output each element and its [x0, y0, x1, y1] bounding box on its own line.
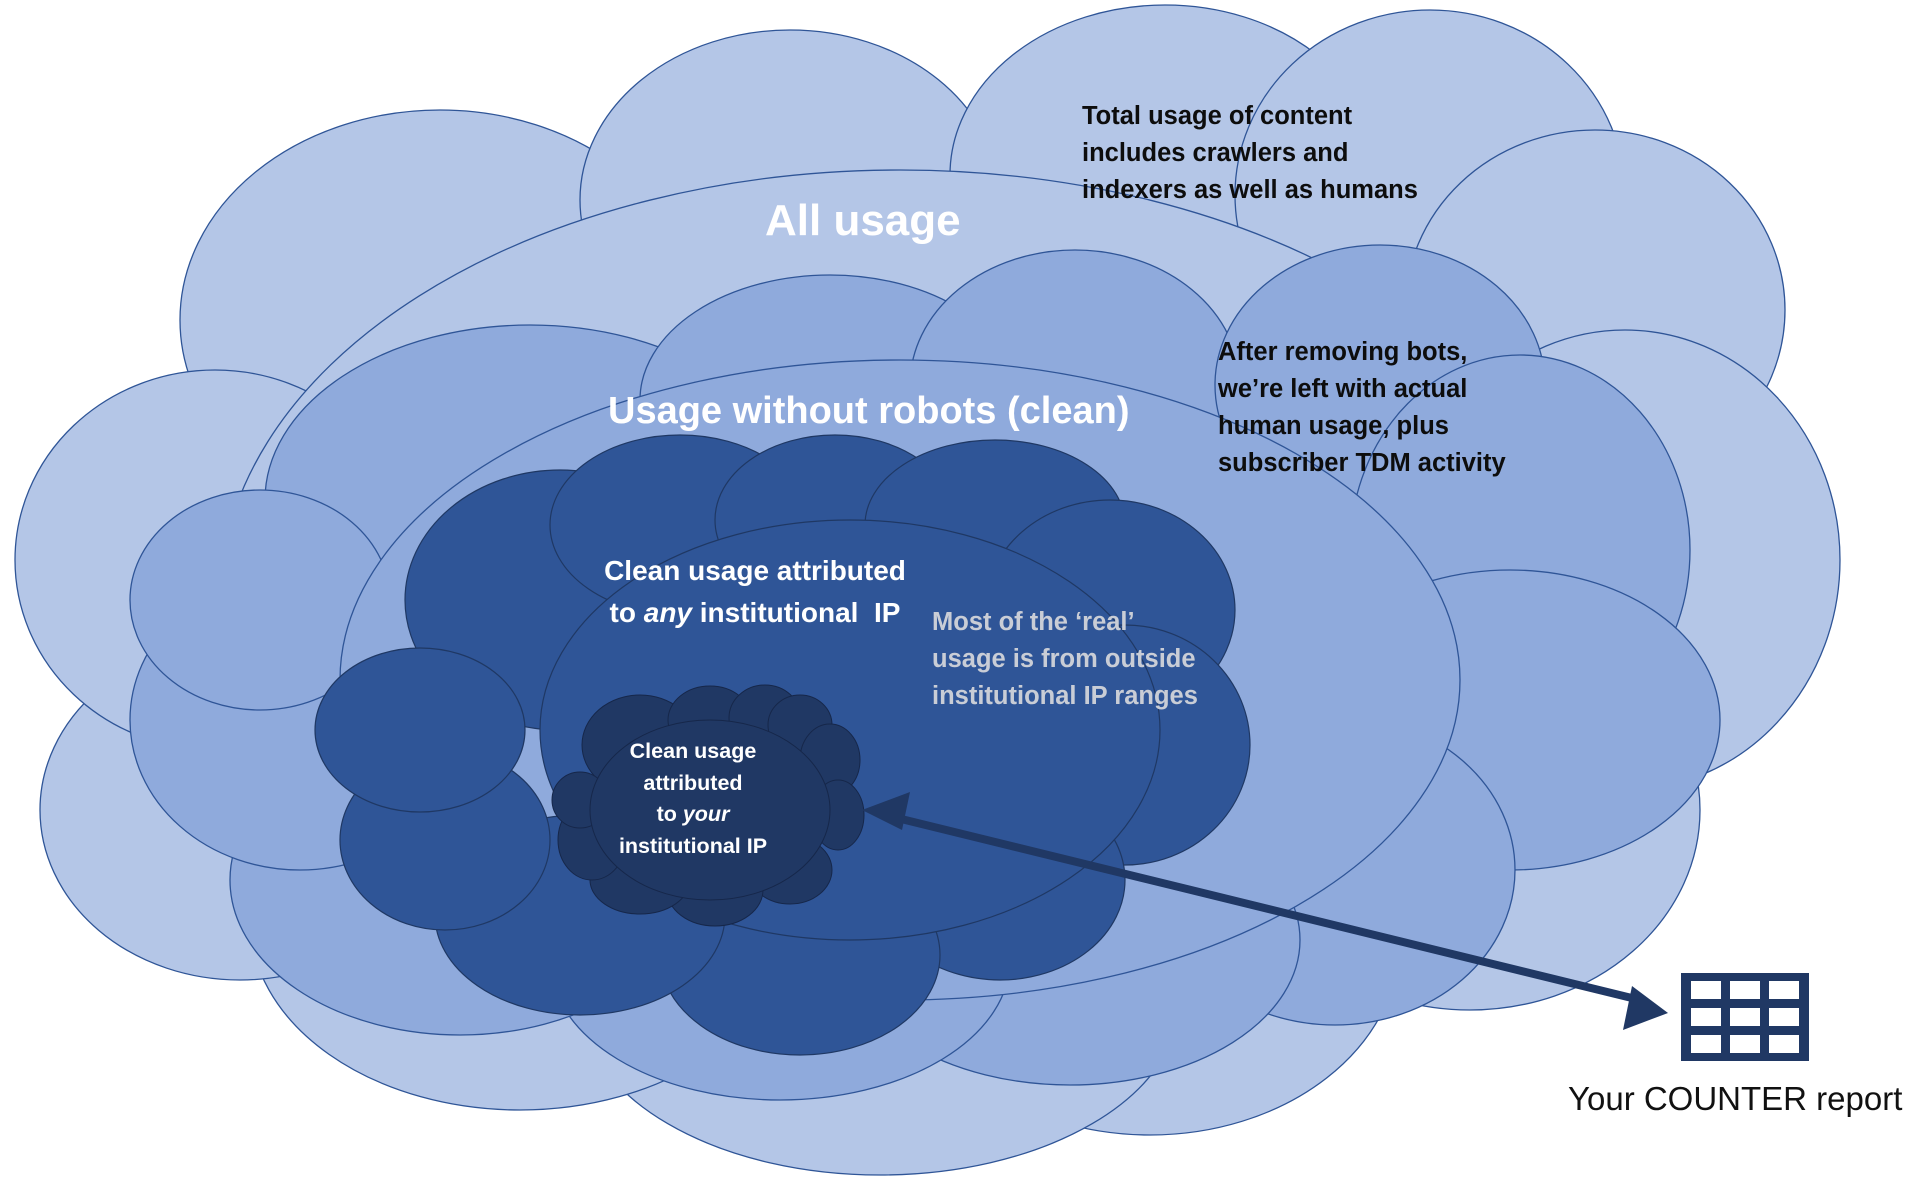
report-arrow	[862, 792, 1668, 1030]
any-institution-label-to: to	[609, 597, 644, 628]
arrowhead-left	[862, 792, 910, 830]
arrow-shaft	[884, 811, 1641, 1004]
your-institution-label-line2: attributed	[643, 770, 743, 795]
all-usage-title: All usage	[765, 196, 961, 245]
outside-ip-note-line: Most of the ‘real’	[932, 608, 1135, 636]
your-institution-label: Clean usage attributed to your instituti…	[580, 736, 806, 862]
any-institution-label: Clean usage attributed to any institutio…	[590, 550, 920, 634]
total-usage-note-line: Total usage of content	[1082, 102, 1353, 130]
clean-usage-title: Usage without robots (clean)	[608, 390, 1130, 432]
counter-report-label: Your COUNTER report	[1568, 1080, 1903, 1117]
table-grid-icon	[1681, 973, 1809, 1061]
bots-removed-note-line: human usage, plus	[1218, 412, 1449, 440]
your-institution-cloud	[551, 684, 865, 927]
bots-removed-note: After removing bots, we’re left with act…	[1218, 334, 1506, 482]
your-institution-label-to: to	[656, 802, 683, 826]
outside-ip-note: Most of the ‘real’ usage is from outside…	[932, 604, 1198, 715]
bots-removed-note-line: subscriber TDM activity	[1218, 449, 1506, 477]
any-institution-label-line2: to any institutional IP	[590, 592, 920, 634]
total-usage-note-line: indexers as well as humans	[1082, 176, 1418, 204]
outside-ip-note-line: institutional IP ranges	[932, 682, 1198, 710]
your-institution-label-line4: institutional IP	[618, 833, 768, 858]
your-institution-label-line1: Clean usage	[629, 739, 757, 763]
bots-removed-note-line: we’re left with actual	[1218, 375, 1468, 403]
your-institution-label-line3: to your	[580, 799, 806, 831]
total-usage-note: Total usage of content includes crawlers…	[1082, 98, 1418, 209]
arrowhead-right	[1623, 986, 1668, 1030]
total-usage-note-line: includes crawlers and	[1082, 139, 1349, 167]
any-emphasis: any	[643, 597, 692, 628]
your-emphasis: your	[682, 802, 730, 826]
any-institution-label-ip: institutional IP	[692, 597, 901, 628]
bots-removed-note-line: After removing bots,	[1218, 338, 1468, 366]
any-institution-label-line1: Clean usage attributed	[604, 555, 906, 586]
outside-ip-note-line: usage is from outside	[932, 645, 1196, 673]
